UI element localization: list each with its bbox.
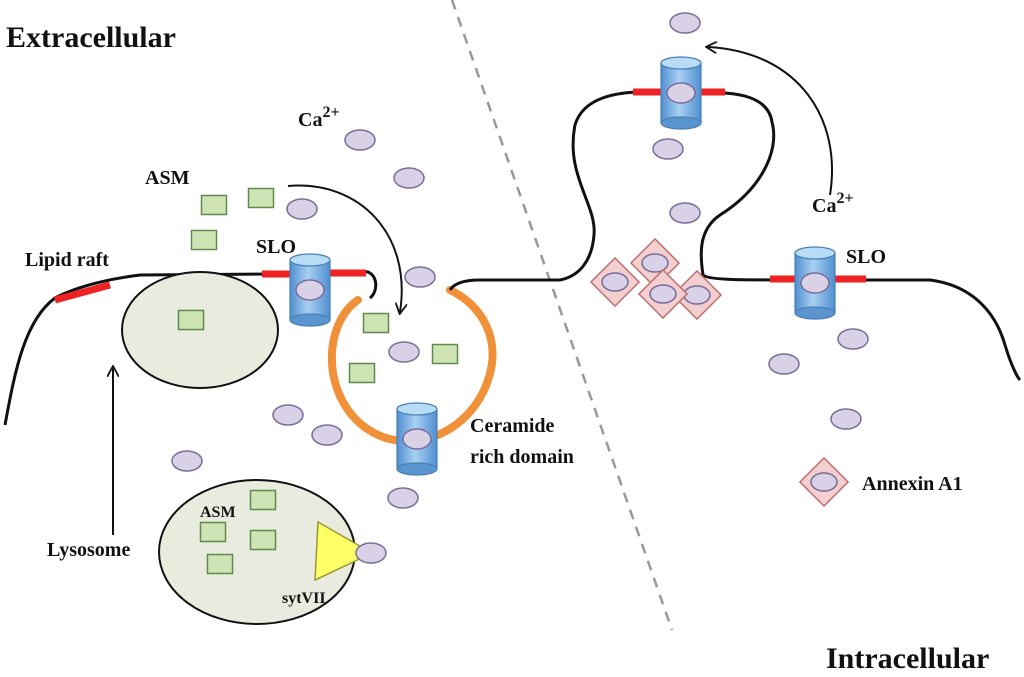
asm-arrow — [287, 184, 402, 312]
annexin-label: Annexin A1 — [862, 473, 963, 495]
asm-enzyme — [348, 362, 376, 384]
ceramide-label: Ceramide — [470, 415, 555, 437]
calcium-ion — [830, 408, 862, 430]
left-membrane — [3, 269, 378, 426]
calcium-ion — [387, 487, 419, 509]
asm-enzyme — [206, 553, 234, 575]
right-membrane — [448, 90, 1022, 382]
intracellular-label: Intracellular — [826, 642, 989, 675]
asm-enzyme — [190, 229, 218, 251]
calcium-ion — [344, 129, 376, 151]
asm-enzyme — [249, 529, 277, 551]
calcium-ion — [393, 167, 425, 189]
ca-label-right: Ca2+ — [812, 190, 854, 217]
calcium-ion — [768, 353, 800, 375]
ca-label-left: Ca2+ — [298, 104, 340, 131]
slo-channel-right — [794, 246, 836, 320]
extracellular-intracellular-divider — [450, 0, 674, 631]
lysosome-label: Lysosome — [47, 539, 130, 561]
slo-channel-top — [660, 56, 702, 130]
calcium-ion — [669, 12, 701, 34]
asm-enzyme — [362, 312, 390, 334]
calcium-ion — [355, 542, 387, 564]
asm-label: ASM — [145, 167, 190, 189]
calcium-ion — [272, 404, 304, 426]
lipid-raft — [54, 281, 111, 304]
sytvii-protein — [314, 520, 374, 582]
asm-lysosome-label: ASM — [200, 504, 236, 521]
ca-arrow — [708, 47, 833, 196]
calcium-ion — [311, 424, 343, 446]
asm-enzyme — [177, 309, 205, 331]
annexin-cluster-1 — [590, 257, 640, 307]
asm-enzyme — [200, 194, 228, 216]
extracellular-label: Extracellular — [6, 21, 176, 54]
calcium-ion — [171, 450, 203, 472]
calcium-ion — [652, 138, 684, 160]
annexin-legend — [799, 457, 849, 507]
slo-channel-left — [289, 253, 331, 327]
asm-enzyme — [431, 343, 459, 365]
calcium-ion — [286, 198, 318, 220]
lipid-raft-label: Lipid raft — [25, 249, 109, 271]
calcium-ion — [388, 341, 420, 363]
asm-enzyme — [247, 187, 275, 209]
slo-label-left: SLO — [256, 236, 296, 258]
ceramide-label-line2: rich domain — [470, 446, 574, 468]
slo-label-right: SLO — [846, 246, 886, 268]
asm-enzyme — [199, 521, 227, 543]
calcium-ion — [404, 266, 436, 288]
calcium-ion — [837, 328, 869, 350]
asm-enzyme — [249, 489, 277, 511]
sytvii-label: sytVII — [282, 590, 326, 607]
calcium-ion — [669, 202, 701, 224]
slo-channel-ceramide — [396, 402, 438, 476]
